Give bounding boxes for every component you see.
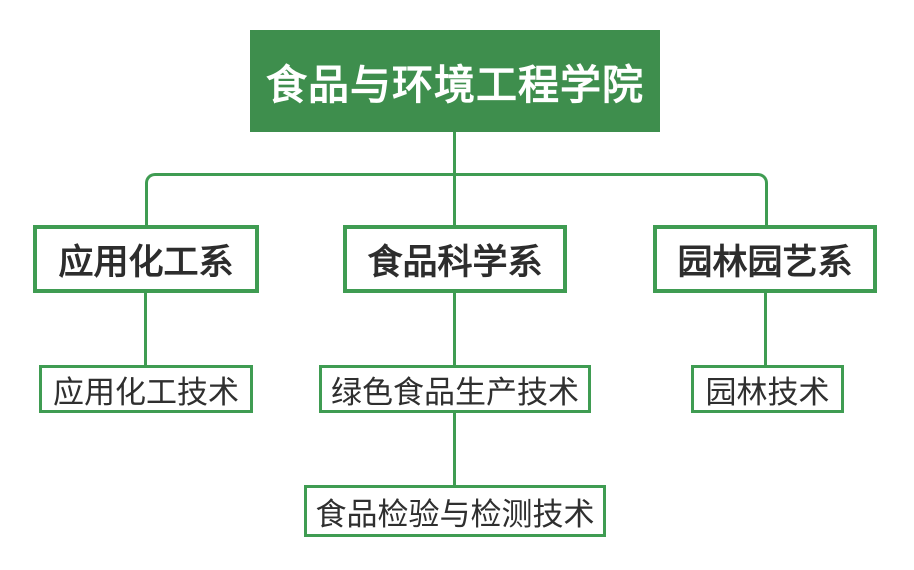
node-program-landscape-tech: 园林技术 — [691, 365, 844, 413]
program-applied-chemical-tech-label: 应用化工技术 — [53, 374, 239, 410]
node-dept-applied-chemical: 应用化工系 — [33, 225, 259, 293]
node-college-title: 食品与环境工程学院 — [250, 30, 660, 132]
connector-root-vertical-line — [453, 131, 456, 225]
college-title-label: 食品与环境工程学院 — [266, 62, 644, 108]
connector-program-subprogram-line — [453, 412, 456, 486]
dept-landscape-horticulture-label: 园林园艺系 — [677, 242, 853, 282]
node-program-green-food-production: 绿色食品生产技术 — [319, 365, 591, 413]
node-program-applied-chemical-tech: 应用化工技术 — [39, 365, 253, 413]
connector-dept3-program-line — [764, 292, 767, 366]
program-landscape-tech-label: 园林技术 — [705, 374, 830, 410]
program-food-inspection-testing-label: 食品检验与检测技术 — [315, 496, 595, 532]
dept-applied-chemical-label: 应用化工系 — [58, 242, 234, 282]
node-dept-landscape-horticulture: 园林园艺系 — [653, 225, 877, 293]
node-program-food-inspection-testing: 食品检验与检测技术 — [304, 485, 606, 537]
node-dept-food-science: 食品科学系 — [343, 225, 567, 293]
connector-dept2-program-line — [453, 292, 456, 366]
connector-bracket-line — [145, 173, 768, 225]
dept-food-science-label: 食品科学系 — [367, 242, 543, 282]
connector-dept1-program-line — [144, 292, 147, 366]
program-green-food-production-label: 绿色食品生产技术 — [331, 374, 579, 410]
